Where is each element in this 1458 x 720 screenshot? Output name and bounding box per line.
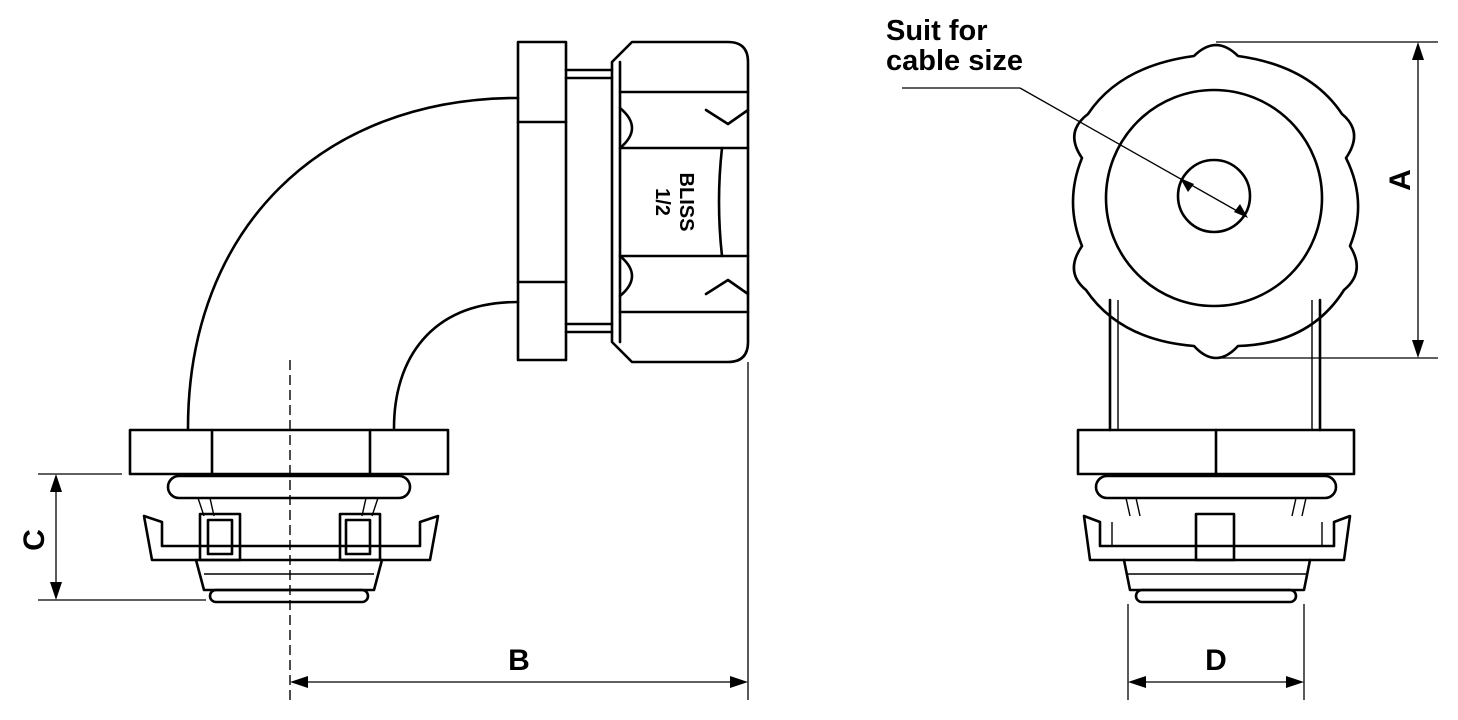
neck [564, 68, 614, 334]
cable-hole [1176, 158, 1252, 234]
dimension-b: B [290, 362, 749, 700]
size-embossing: 1/2 [651, 188, 673, 216]
lock-washer [142, 512, 440, 562]
dimension-a-label: A [1384, 169, 1417, 191]
cable-size-leader [902, 87, 1248, 218]
front-tube-body [1108, 298, 1322, 432]
cable-size-note-line2: cable size [886, 45, 1023, 77]
front-o-ring [1094, 474, 1338, 500]
nut-inner-ring [1104, 88, 1324, 308]
front-thread-ribs [1125, 497, 1307, 517]
elbow-inner-curve [392, 300, 520, 430]
dimension-d: D [1127, 604, 1305, 700]
front-view: A Suit for cable size [886, 15, 1438, 700]
cable-size-note-line1: Suit for [886, 15, 988, 47]
dimension-b-label: B [508, 644, 530, 677]
front-threaded-spigot [1122, 558, 1312, 604]
dimension-c-label: C [18, 529, 51, 551]
front-lock-washer [1082, 512, 1352, 562]
brand-embossing: BLISS [675, 173, 697, 232]
body-flange [516, 40, 568, 362]
threaded-spigot [194, 558, 384, 604]
dimension-d-label: D [1205, 644, 1227, 677]
front-nut [1071, 43, 1360, 360]
elbow-outer-curve [186, 96, 520, 430]
side-view: BLISS 1/2 [18, 40, 750, 700]
o-ring [166, 474, 412, 500]
compression-nut: BLISS 1/2 [610, 40, 750, 364]
dimension-a: A [1216, 41, 1438, 359]
base-hex-nut [128, 428, 450, 476]
front-hex-nut [1076, 428, 1356, 476]
dimension-c: C [18, 473, 206, 601]
